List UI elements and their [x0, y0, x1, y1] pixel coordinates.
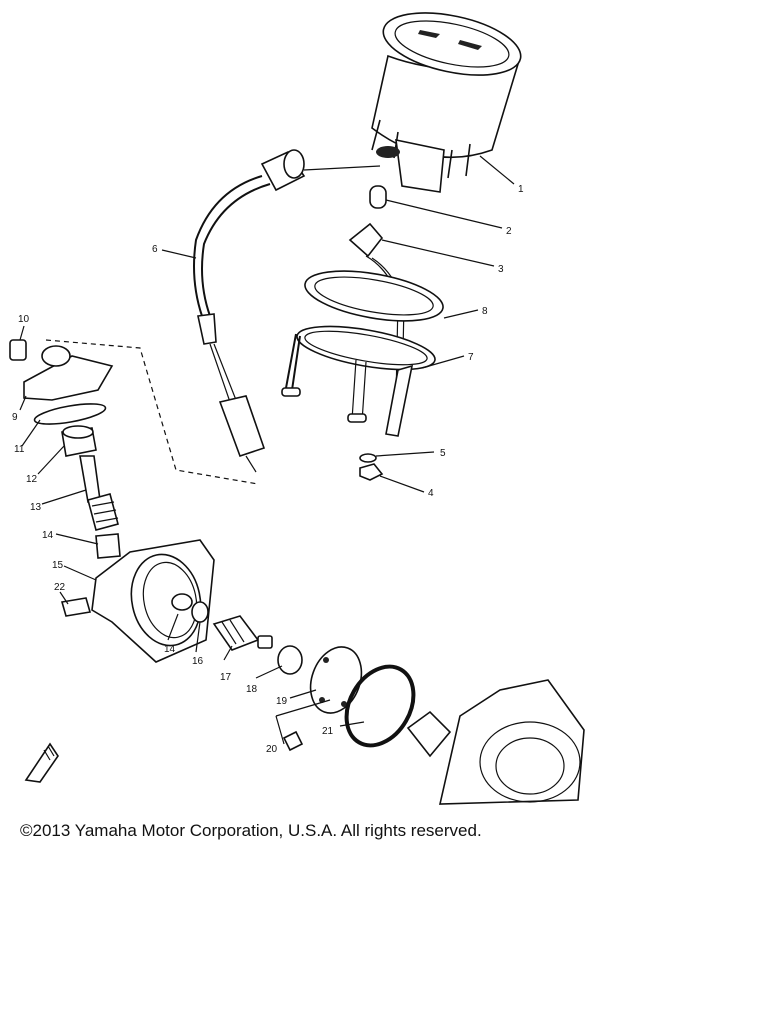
callout-18: 18 — [246, 684, 258, 695]
callout-9: 9 — [12, 412, 18, 423]
part-o-ring — [344, 664, 416, 748]
callout-6: 6 — [152, 244, 158, 255]
part-hub-case — [406, 679, 585, 805]
callout-12: 12 — [26, 474, 38, 485]
part-speedometer — [371, 12, 522, 193]
callout-13: 13 — [30, 502, 42, 513]
callout-15: 15 — [52, 560, 64, 571]
part-bracket — [281, 325, 436, 437]
callout-21: 21 — [322, 726, 334, 737]
part-bulb — [369, 185, 387, 209]
callout-10: 10 — [18, 314, 30, 325]
callout-4: 4 — [428, 488, 434, 499]
part-washer-nut — [359, 453, 384, 481]
callout-16: 16 — [192, 656, 204, 667]
callout-5: 5 — [440, 448, 446, 459]
callout-2: 2 — [506, 226, 512, 237]
part-drive-housing-stack — [9, 339, 259, 559]
callout-1: 1 — [518, 184, 524, 195]
copyright-notice: ©2013 Yamaha Motor Corporation, U.S.A. A… — [20, 821, 482, 840]
callout-14a: 14 — [42, 530, 54, 541]
direction-arrow-icon — [24, 742, 59, 783]
part-gear-housing — [60, 539, 363, 752]
callout-14b: 14 — [164, 644, 176, 655]
callout-20: 20 — [266, 744, 278, 755]
part-speedometer-cable — [193, 149, 306, 473]
callout-labels: 1 2 3 4 5 6 7 8 9 10 11 12 13 14 14 15 1… — [12, 184, 524, 755]
callout-19: 19 — [276, 696, 288, 707]
callout-17: 17 — [220, 672, 232, 683]
callout-22: 22 — [54, 582, 66, 593]
part-grommet — [304, 270, 444, 322]
callout-11: 11 — [14, 444, 25, 455]
callout-7: 7 — [468, 352, 474, 363]
leader-lines — [19, 155, 515, 745]
speedometer-exploded-diagram: 1 2 3 4 5 6 7 8 9 10 11 12 13 14 14 15 1… — [9, 12, 585, 805]
callout-8: 8 — [482, 306, 488, 317]
callout-3: 3 — [498, 264, 504, 275]
